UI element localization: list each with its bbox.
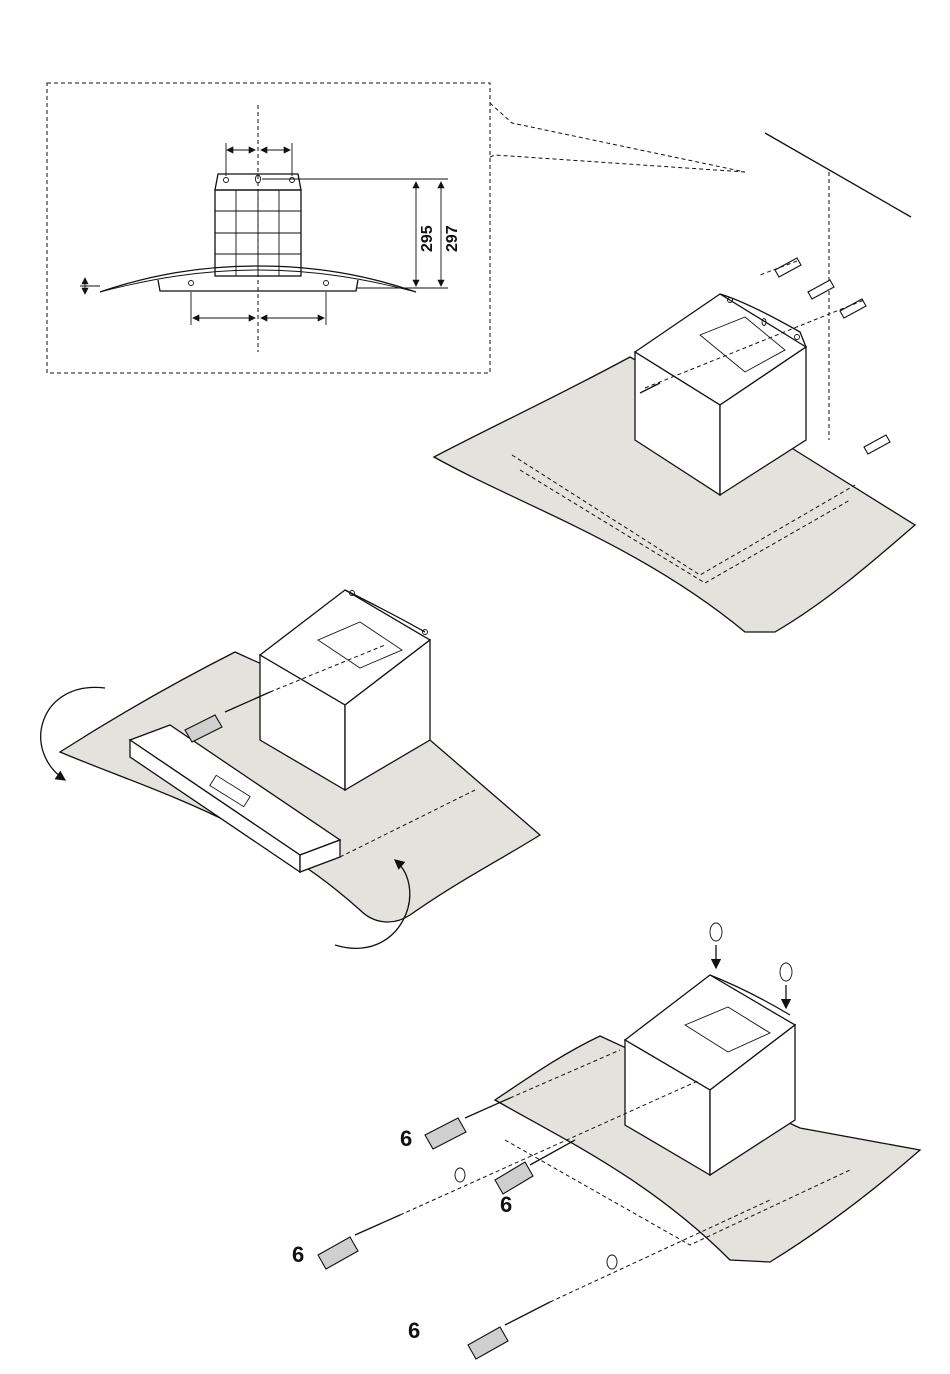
step-label: 6 [500, 1192, 512, 1217]
screwdriver [425, 1098, 510, 1149]
projection-line-upper [490, 103, 745, 172]
step-label: 6 [292, 1242, 304, 1267]
screwdriver [468, 1302, 550, 1359]
screwdriver [495, 1140, 575, 1194]
step-fix-screws: 6 6 6 6 [292, 923, 920, 1359]
dimension-297-label: 297 [444, 225, 461, 252]
detail-inset: 295 297 [47, 83, 745, 373]
wall-plug [808, 280, 834, 299]
screwdriver [318, 1215, 400, 1269]
wall-plug [864, 435, 890, 454]
wall-plug [840, 299, 866, 318]
washer [607, 1255, 617, 1269]
step-label: 6 [408, 1318, 420, 1343]
washer [455, 1168, 465, 1182]
ceiling-edge [765, 133, 911, 217]
wall-plug [760, 258, 801, 277]
step-wall-plugs [434, 133, 915, 632]
step-rotate-hood [41, 590, 540, 948]
washer-arrow [780, 963, 792, 1008]
dimension-295-label: 295 [419, 225, 436, 252]
projection-line-lower [490, 155, 745, 172]
washer-arrow [710, 923, 722, 968]
step-label: 6 [400, 1126, 412, 1151]
